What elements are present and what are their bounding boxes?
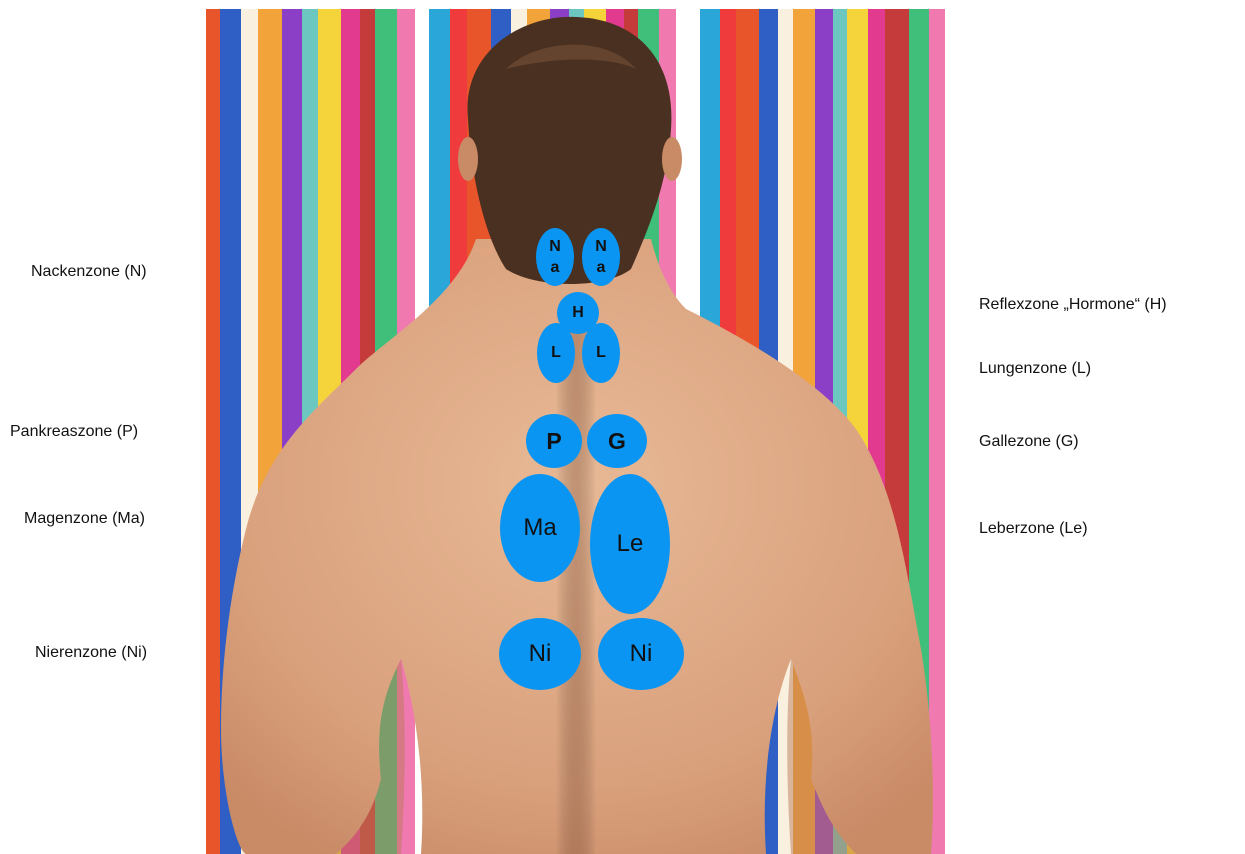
zone-nieren-left: Ni — [499, 618, 581, 690]
background-stripe — [945, 9, 951, 854]
zone-lungen-left: L — [537, 323, 575, 383]
label-magenzone: Magenzone (Ma) — [24, 509, 145, 529]
right-ear — [662, 137, 682, 181]
zone-nieren-right: Ni — [598, 618, 684, 690]
zone-lungen-right: L — [582, 323, 620, 383]
background-stripe — [929, 9, 946, 854]
zone-nacken-right: Na — [582, 228, 620, 286]
label-nierenzone: Nierenzone (Ni) — [35, 643, 147, 663]
zone-nacken-left: Na — [536, 228, 574, 286]
zone-magen: Ma — [500, 474, 580, 582]
label-gallezone: Gallezone (G) — [979, 432, 1079, 452]
left-ear — [458, 137, 478, 181]
label-lungenzone: Lungenzone (L) — [979, 359, 1091, 379]
label-leberzone: Leberzone (Le) — [979, 519, 1088, 539]
zone-galle: G — [587, 414, 647, 468]
background-stripe — [206, 9, 221, 854]
label-nackenzone: Nackenzone (N) — [31, 262, 147, 282]
zone-pankreas: P — [526, 414, 582, 468]
spine-shadow — [556, 309, 596, 854]
label-pankreaszone: Pankreaszone (P) — [10, 422, 138, 442]
label-reflexzone-hormone: Reflexzone „Hormone“ (H) — [979, 295, 1167, 315]
zone-leber: Le — [590, 474, 670, 614]
